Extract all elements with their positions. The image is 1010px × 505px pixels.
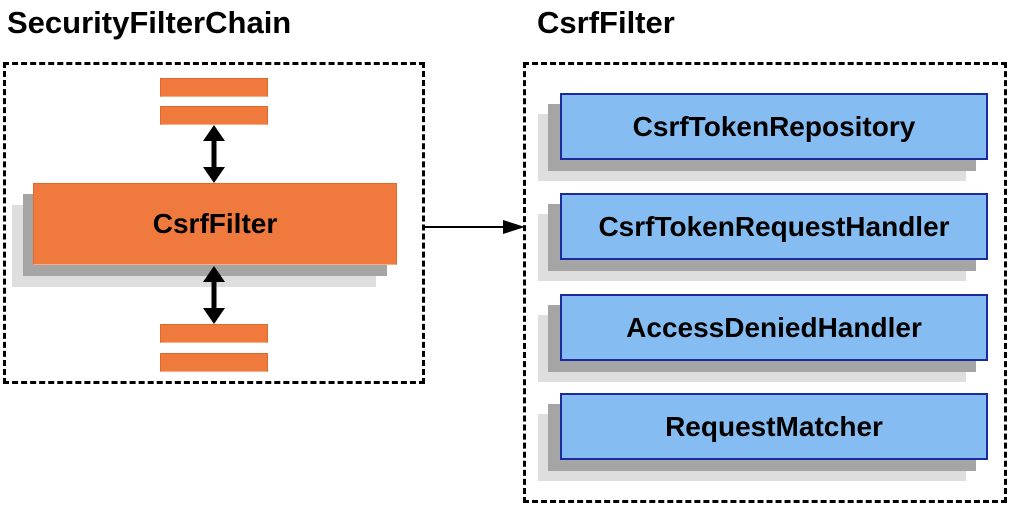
component-label: AccessDeniedHandler: [626, 311, 922, 343]
component-node-request-matcher: RequestMatcher: [560, 393, 988, 460]
csrf-filter-label: CsrfFilter: [152, 208, 278, 239]
filter-placeholder-bar: [160, 324, 268, 343]
security-filter-chain-box: [3, 62, 425, 384]
csrf-filter-box: [523, 62, 1007, 503]
bidirectional-arrow-icon: [203, 125, 225, 183]
component-node-csrf-token-repository: CsrfTokenRepository: [560, 93, 988, 160]
component-node-access-denied-handler: AccessDeniedHandler: [560, 294, 988, 361]
bidirectional-arrow-icon: [203, 266, 225, 324]
component-label: CsrfTokenRepository: [632, 110, 916, 142]
security-filter-chain-title: SecurityFilterChain: [7, 5, 292, 40]
component-label: RequestMatcher: [665, 410, 883, 442]
flow-arrow-icon: [425, 220, 525, 234]
filter-placeholder-bar: [160, 78, 268, 97]
component-label: CsrfTokenRequestHandler: [598, 210, 950, 242]
component-node-csrf-token-request-handler: CsrfTokenRequestHandler: [560, 193, 988, 260]
filter-placeholder-bar: [160, 106, 268, 125]
csrf-filter-title: CsrfFilter: [537, 5, 675, 40]
csrf-filter-node: CsrfFilter: [33, 183, 397, 265]
filter-placeholder-bar: [160, 353, 268, 372]
